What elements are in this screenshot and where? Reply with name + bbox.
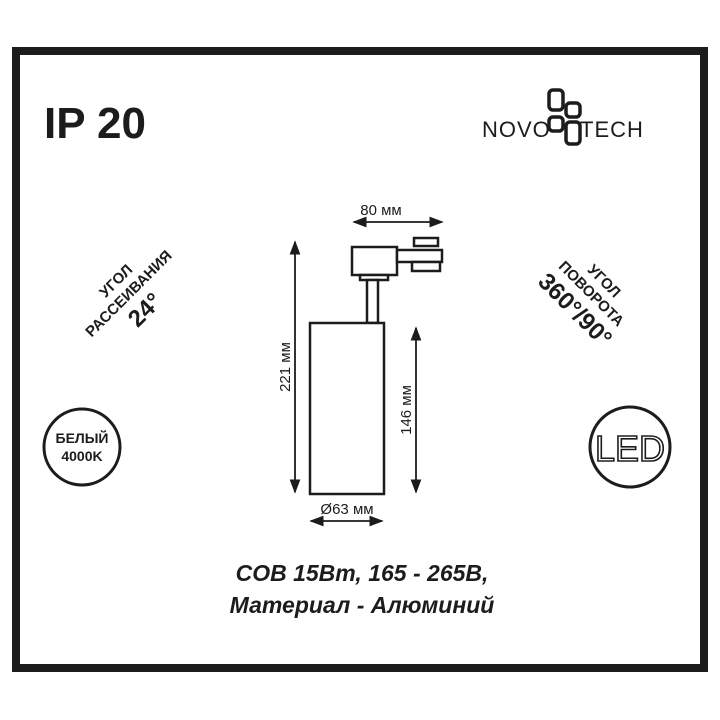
total-height-label: 221 мм (277, 342, 294, 392)
rotation-angle-label: УГОЛ ПОВОРОТА 360°/90° (532, 258, 627, 353)
beam-angle-label: УГОЛ РАССЕИВАНИЯ 24° (82, 247, 175, 340)
specs-line2: Материал - Алюминий (230, 592, 495, 618)
dimension-lines (289, 216, 444, 527)
ip-rating: IP 20 (44, 99, 146, 148)
body-height-label: 146 мм (398, 385, 415, 435)
diameter-label: Ø63 мм (320, 501, 373, 518)
led-text: LED (595, 428, 665, 469)
led-badge: LED (588, 405, 672, 489)
brand-logo: NOVO TECH (482, 88, 644, 146)
specs-line1: COB 15Вт, 165 - 265В, (236, 560, 489, 586)
cylinder-body (308, 321, 386, 496)
color-temp-line1: БЕЛЫЙ (56, 429, 109, 446)
beam-angle-line2: РАССЕИВАНИЯ (82, 247, 175, 340)
brand-logo-left: NOVO (482, 117, 551, 142)
frame-border (12, 47, 708, 672)
color-temp-line2: 4000K (61, 448, 102, 464)
track-adapter (350, 245, 399, 277)
width-dimension-label: 80 мм (360, 202, 401, 219)
brand-logo-right: TECH (580, 117, 644, 142)
stem (365, 278, 380, 325)
color-temp-badge: БЕЛЫЙ 4000K (42, 407, 122, 487)
product-drawing (308, 236, 444, 496)
